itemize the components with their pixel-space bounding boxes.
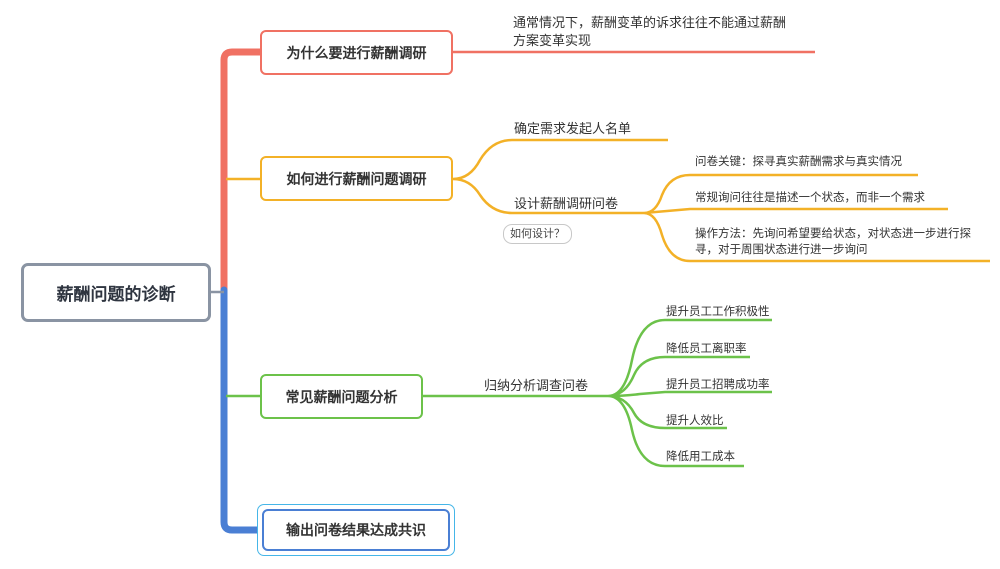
topic-output-consensus-label: 输出问卷结果达成共识 xyxy=(262,509,450,551)
item-questionnaire-key[interactable]: 问卷关键：探寻真实薪酬需求与真实情况 xyxy=(695,154,902,168)
subtopic-analyze-questionnaire[interactable]: 归纳分析调查问卷 xyxy=(484,379,589,394)
item-reduce-turnover[interactable]: 降低员工离职率 xyxy=(666,341,747,355)
item-improve-recruiting[interactable]: 提升员工招聘成功率 xyxy=(666,377,770,391)
item-routine-inquiry[interactable]: 常规询问往往是描述一个状态，而非一个需求 xyxy=(695,190,925,204)
trunk-upper xyxy=(220,48,264,294)
trunk-lower xyxy=(220,286,262,534)
item-improve-efficiency[interactable]: 提升人效比 xyxy=(666,413,724,427)
item-improve-motivation[interactable]: 提升员工工作积极性 xyxy=(666,304,770,318)
link-survey-children xyxy=(643,173,990,263)
link-b2-children xyxy=(452,138,668,215)
note-salary-reform-line1[interactable]: 通常情况下，薪酬变革的诉求往往不能通过薪酬 xyxy=(513,16,787,31)
label-tag-how-to-design[interactable]: 如何设计？ xyxy=(503,224,572,244)
item-operation-method-line1[interactable]: 操作方法：先询问希望要给状态，对状态进一步进行探 xyxy=(695,226,971,240)
link-analysis-children xyxy=(607,318,772,468)
topic-how-salary-survey[interactable]: 如何进行薪酬问题调研 xyxy=(260,156,453,201)
subtopic-design-questionnaire[interactable]: 设计薪酬调研问卷 xyxy=(514,197,619,212)
topic-common-salary-issues[interactable]: 常见薪酬问题分析 xyxy=(260,374,423,419)
topic-why-salary-survey[interactable]: 为什么要进行薪酬调研 xyxy=(260,30,453,75)
item-operation-method-line2[interactable]: 寻，对于周围状态进行进一步询问 xyxy=(695,242,868,256)
root-topic[interactable]: 薪酬问题的诊断 xyxy=(21,263,211,322)
subtopic-sponsor-list[interactable]: 确定需求发起人名单 xyxy=(514,122,632,137)
topic-output-consensus[interactable]: 输出问卷结果达成共识 xyxy=(257,504,455,556)
item-reduce-labor-cost[interactable]: 降低用工成本 xyxy=(666,449,735,463)
note-salary-reform-line2[interactable]: 方案变革实现 xyxy=(513,34,592,49)
